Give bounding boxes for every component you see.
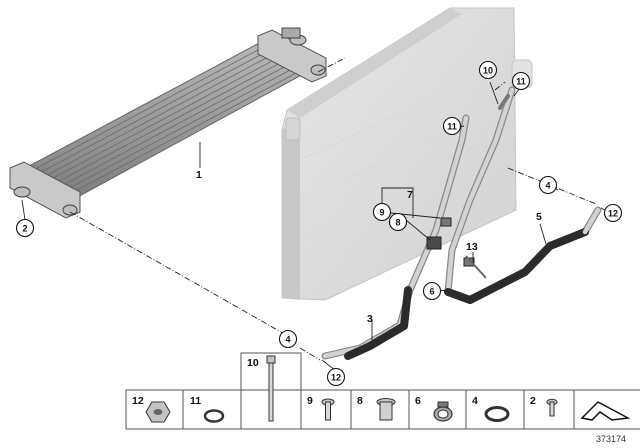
svg-text:12: 12	[331, 372, 341, 382]
seal-ring-icon	[203, 409, 225, 423]
svg-text:12: 12	[608, 208, 618, 218]
small-screw-icon	[546, 398, 558, 417]
long-bolt-icon	[266, 355, 276, 422]
svg-text:2: 2	[22, 223, 27, 233]
svg-text:6: 6	[429, 286, 434, 296]
svg-text:11: 11	[447, 121, 457, 131]
parts-legend: 12 11 10 9 8 6 4 2	[125, 352, 640, 430]
radiator	[281, 7, 533, 301]
callout-12-bottom: 12	[326, 367, 346, 387]
callout-4-left: 4	[278, 329, 298, 349]
o-ring-icon	[484, 406, 510, 422]
legend-num-6: 6	[415, 395, 421, 407]
legend-num-10: 10	[247, 357, 259, 369]
callout-10: 10	[478, 60, 498, 80]
callout-4-right: 4	[538, 175, 558, 195]
legend-num-11: 11	[190, 395, 201, 407]
callout-9: 9	[372, 202, 392, 222]
svg-text:4: 4	[285, 334, 290, 344]
label-3: 3	[367, 313, 373, 325]
pointer-arrow-icon	[580, 401, 631, 421]
callout-8: 8	[388, 212, 408, 232]
svg-text:4: 4	[545, 180, 550, 190]
oil-cooler	[9, 27, 327, 219]
label-7: 7	[407, 189, 413, 201]
callout-6: 6	[422, 281, 442, 301]
callout-12-right: 12	[603, 203, 623, 223]
hose-clamp-icon	[433, 401, 453, 422]
oil-lines	[321, 86, 602, 360]
label-5: 5	[536, 211, 542, 223]
legend-num-4: 4	[472, 395, 478, 407]
label-13: 13	[466, 241, 478, 253]
legend-num-9: 9	[307, 395, 313, 407]
legend-num-8: 8	[357, 395, 363, 407]
bracket-parts	[426, 217, 487, 279]
svg-text:10: 10	[483, 65, 493, 75]
svg-text:11: 11	[516, 76, 526, 86]
nut-icon	[145, 401, 171, 423]
callout-11-top: 11	[511, 71, 531, 91]
legend-num-12: 12	[132, 395, 144, 407]
rivet-nut-icon	[376, 398, 396, 421]
svg-text:9: 9	[379, 207, 384, 217]
callout-2: 2	[15, 218, 35, 238]
reference-number: 373174	[596, 434, 626, 444]
screw-icon	[321, 398, 335, 421]
label-1: 1	[196, 169, 202, 181]
callout-11-middle: 11	[442, 116, 462, 136]
legend-num-2: 2	[530, 395, 536, 407]
svg-text:8: 8	[395, 217, 400, 227]
